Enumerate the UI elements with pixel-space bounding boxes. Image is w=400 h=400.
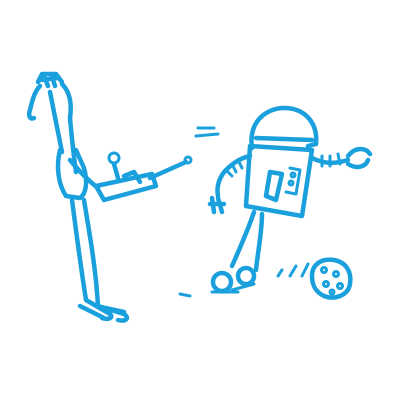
motion-line <box>194 132 220 138</box>
motion-line <box>276 268 284 278</box>
ground-mark <box>178 292 192 298</box>
remote-control-icon <box>93 151 193 203</box>
ink-layer <box>26 71 373 323</box>
motion-line <box>300 262 310 278</box>
person-figure <box>26 71 130 323</box>
ball-icon <box>309 257 353 300</box>
robot-figure <box>207 105 373 294</box>
motion-line <box>288 264 298 278</box>
